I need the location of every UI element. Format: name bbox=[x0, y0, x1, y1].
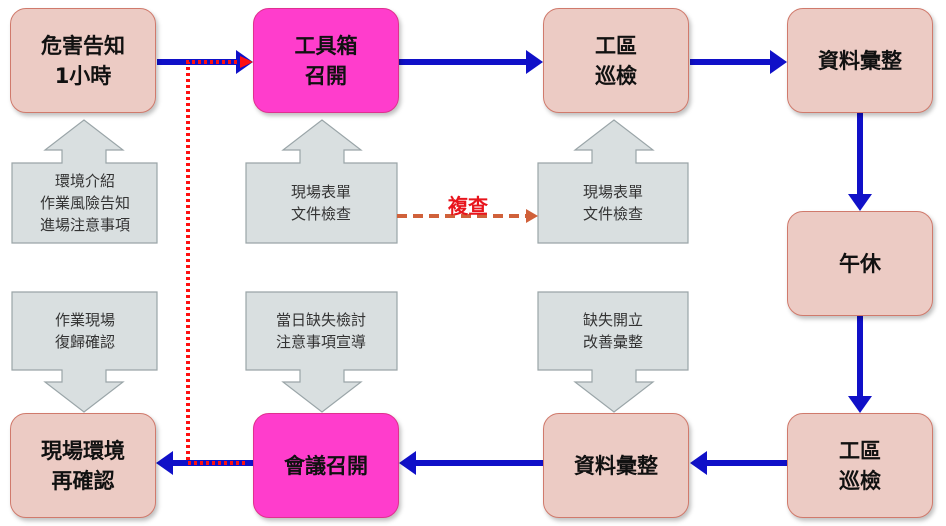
step-site-reconfirm: 現場環境 再確認 bbox=[10, 413, 156, 518]
review-label: 複查 bbox=[448, 194, 488, 218]
down-callout-2 bbox=[245, 291, 398, 413]
note-form-check-1: 現場表單 文件檢查 bbox=[290, 183, 351, 223]
up-callout-2 bbox=[245, 119, 398, 244]
up-callout-1 bbox=[11, 119, 158, 244]
step-toolbox-meeting: 工具箱 召開 bbox=[253, 8, 399, 113]
note-form-check-2: 現場表單 文件檢查 bbox=[582, 183, 643, 223]
step-hazard-notice: 危害告知 1小時 bbox=[10, 8, 156, 113]
note-environment-intro: 環境介紹 作業風險告知 進場注意事項 bbox=[39, 172, 130, 234]
note-site-restore: 作業現場 復歸確認 bbox=[54, 311, 115, 351]
step-site-inspection-2: 工區 巡檢 bbox=[787, 413, 933, 518]
down-callout-1 bbox=[11, 291, 158, 413]
dotted-return-line bbox=[186, 60, 245, 465]
step-data-summary-2: 資料彙整 bbox=[543, 413, 689, 518]
step-site-inspection-1: 工區 巡檢 bbox=[543, 8, 689, 113]
step-data-summary-1: 資料彙整 bbox=[787, 8, 933, 113]
step-lunch-break: 午休 bbox=[787, 211, 933, 316]
down-callout-3 bbox=[537, 291, 689, 413]
up-callout-3 bbox=[537, 119, 689, 244]
step-meeting: 會議召開 bbox=[253, 413, 399, 518]
note-deficiency-summary: 缺失開立 改善彙整 bbox=[582, 311, 643, 351]
note-daily-review: 當日缺失檢討 注意事項宣導 bbox=[275, 311, 366, 351]
